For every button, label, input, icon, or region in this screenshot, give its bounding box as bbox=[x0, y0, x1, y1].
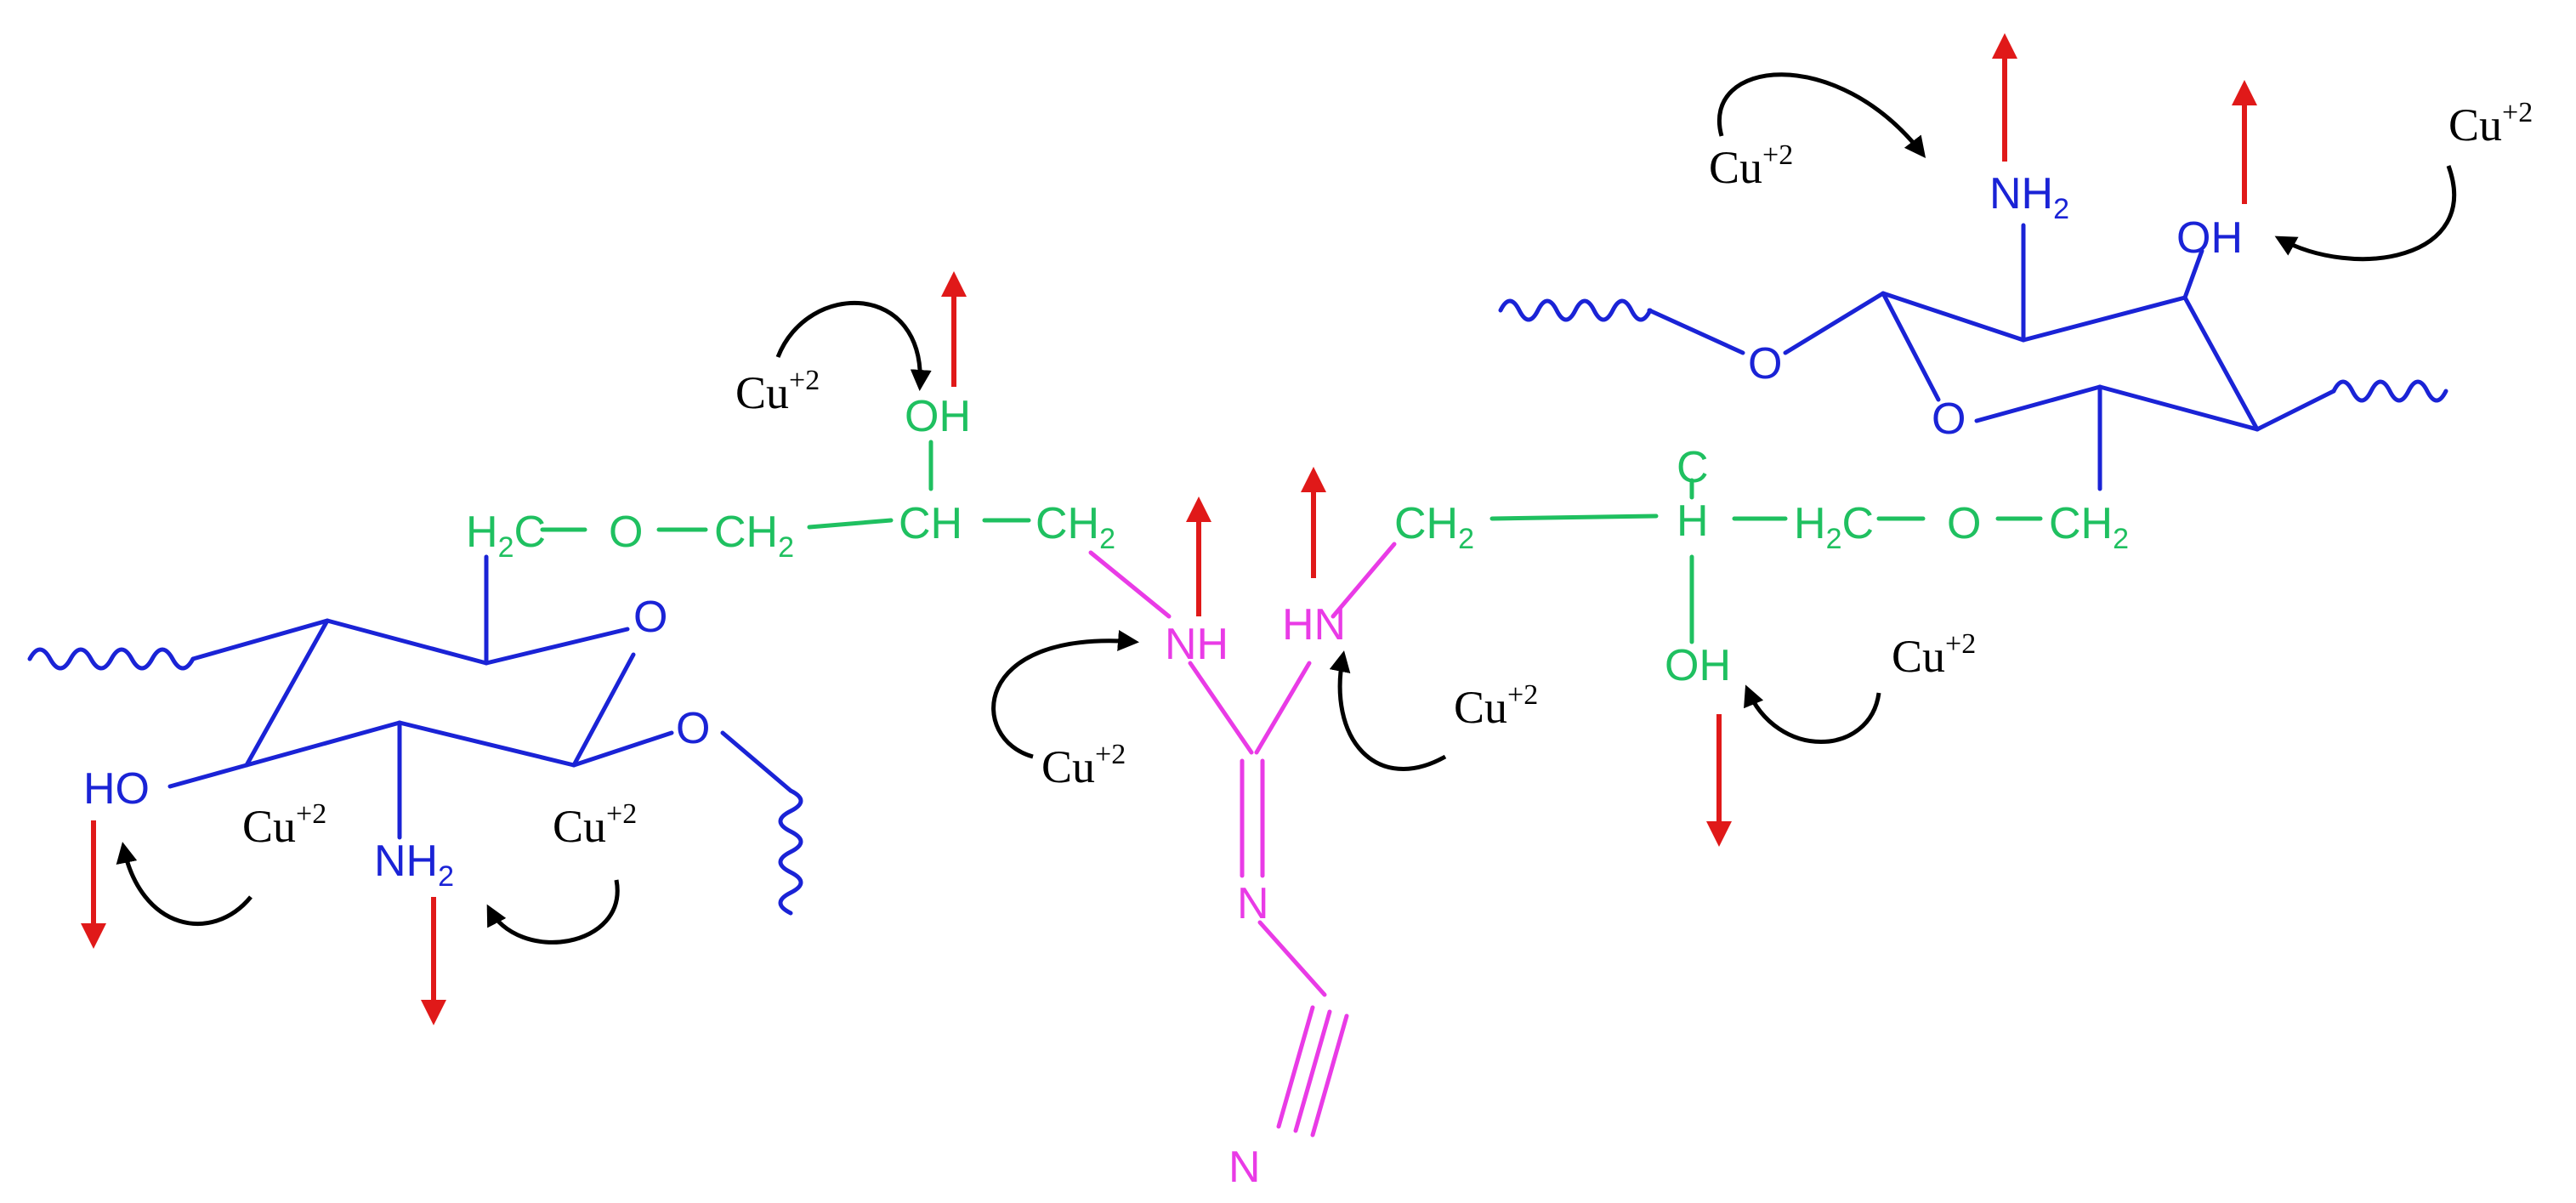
right-h-label: H bbox=[1677, 497, 1709, 546]
left-ring-bond bbox=[190, 618, 330, 661]
left-o-bond bbox=[720, 730, 793, 793]
right-ring-bond bbox=[1974, 384, 2102, 423]
left-linker-oxygen: O bbox=[609, 508, 643, 557]
right-oh-label: OH bbox=[1665, 641, 1731, 690]
top-left-wavy-bond bbox=[1498, 298, 1653, 322]
left-chitosan-unit bbox=[27, 554, 803, 916]
left-ho-bond bbox=[167, 763, 249, 789]
cu-label: Cu+2 bbox=[735, 365, 820, 418]
right-o-bond bbox=[1647, 308, 1745, 355]
right-ch2-group: CH2 bbox=[1394, 499, 1474, 555]
left-ch2-right-group: CH2 bbox=[1036, 499, 1115, 555]
cu-label: Cu+2 bbox=[1041, 739, 1126, 792]
left-ring-oxygen-label: O bbox=[633, 593, 667, 642]
left-ring-bond bbox=[397, 720, 576, 768]
curved-arrow bbox=[775, 300, 932, 391]
right-chitosan-unit bbox=[1498, 223, 2448, 491]
left-ch2-group: CH2 bbox=[714, 508, 794, 564]
copper-binding-arrows bbox=[116, 72, 2457, 945]
left-wavy-bond bbox=[27, 647, 196, 671]
right-oh-bond bbox=[2182, 248, 2204, 300]
right-oh-label-blue: OH bbox=[2176, 213, 2243, 263]
curved-arrow bbox=[116, 842, 252, 926]
curved-arrow bbox=[1744, 684, 1881, 744]
left-h2c-group: H2C bbox=[466, 508, 546, 564]
nitrile-n-label: N bbox=[1228, 1143, 1261, 1192]
right-ring-oxygen-label: O bbox=[1932, 394, 1966, 444]
curved-arrow bbox=[1329, 650, 1447, 771]
cu-label: Cu+2 bbox=[1454, 679, 1538, 733]
right-wavy-bond bbox=[2331, 379, 2448, 403]
right-ring-bond bbox=[2021, 295, 2187, 343]
guanidine-nh-label: NH bbox=[1165, 620, 1228, 669]
right-nh2-label: NH2 bbox=[1989, 169, 2069, 225]
curved-arrow bbox=[991, 630, 1139, 759]
left-o-bond bbox=[571, 730, 674, 768]
left-ch-group: CH bbox=[899, 499, 962, 548]
right-ch2-end-group: CH2 bbox=[2049, 499, 2129, 555]
left-ring-bond bbox=[325, 618, 489, 666]
cu-label: Cu+2 bbox=[553, 798, 637, 852]
guanidine-bonds bbox=[1088, 542, 1397, 1138]
right-wavy-tail bbox=[778, 788, 803, 916]
right-glycosidic-oxygen-label: O bbox=[1748, 339, 1782, 389]
left-oh-label: OH bbox=[905, 392, 971, 441]
cu-label: Cu+2 bbox=[2448, 97, 2533, 150]
right-ring-bond bbox=[1881, 291, 2026, 343]
curved-arrow bbox=[2274, 165, 2457, 262]
right-ring-bond bbox=[2255, 389, 2336, 432]
right-ring-bond bbox=[1881, 291, 1941, 402]
left-ring-bond bbox=[571, 652, 636, 768]
right-h2c-group: H2C bbox=[1794, 499, 1874, 555]
right-o-bond bbox=[1783, 291, 1886, 355]
right-c-label: C bbox=[1677, 443, 1709, 492]
left-linker-bonds bbox=[540, 440, 1031, 532]
left-glycosidic-oxygen-label: O bbox=[676, 704, 710, 753]
right-ring-bond bbox=[2182, 295, 2260, 432]
cu-label: Cu+2 bbox=[242, 798, 326, 852]
left-ring-bond bbox=[244, 618, 330, 768]
left-nh2-label: NH2 bbox=[374, 837, 454, 893]
copper-ion-labels: Cu+2 Cu+2 Cu+2 Cu+2 Cu+2 Cu+2 Cu+2 Cu+2 bbox=[242, 97, 2533, 852]
curved-arrow bbox=[1717, 72, 1926, 158]
right-linker-bonds bbox=[1489, 478, 2043, 644]
cu-label: Cu+2 bbox=[1892, 628, 1976, 682]
curved-arrow bbox=[486, 879, 620, 945]
left-ho-label: HO bbox=[83, 764, 150, 814]
cu-label: Cu+2 bbox=[1709, 139, 1793, 193]
guanidine-imine-n-label: N bbox=[1237, 879, 1269, 928]
guanidine-hn-label: HN bbox=[1282, 600, 1346, 650]
release-arrows bbox=[81, 33, 2257, 1025]
left-ring-bond bbox=[484, 627, 630, 666]
left-ring-bond bbox=[244, 720, 402, 768]
right-linker-oxygen: O bbox=[1947, 499, 1981, 548]
right-ring-bond bbox=[2097, 384, 2260, 432]
